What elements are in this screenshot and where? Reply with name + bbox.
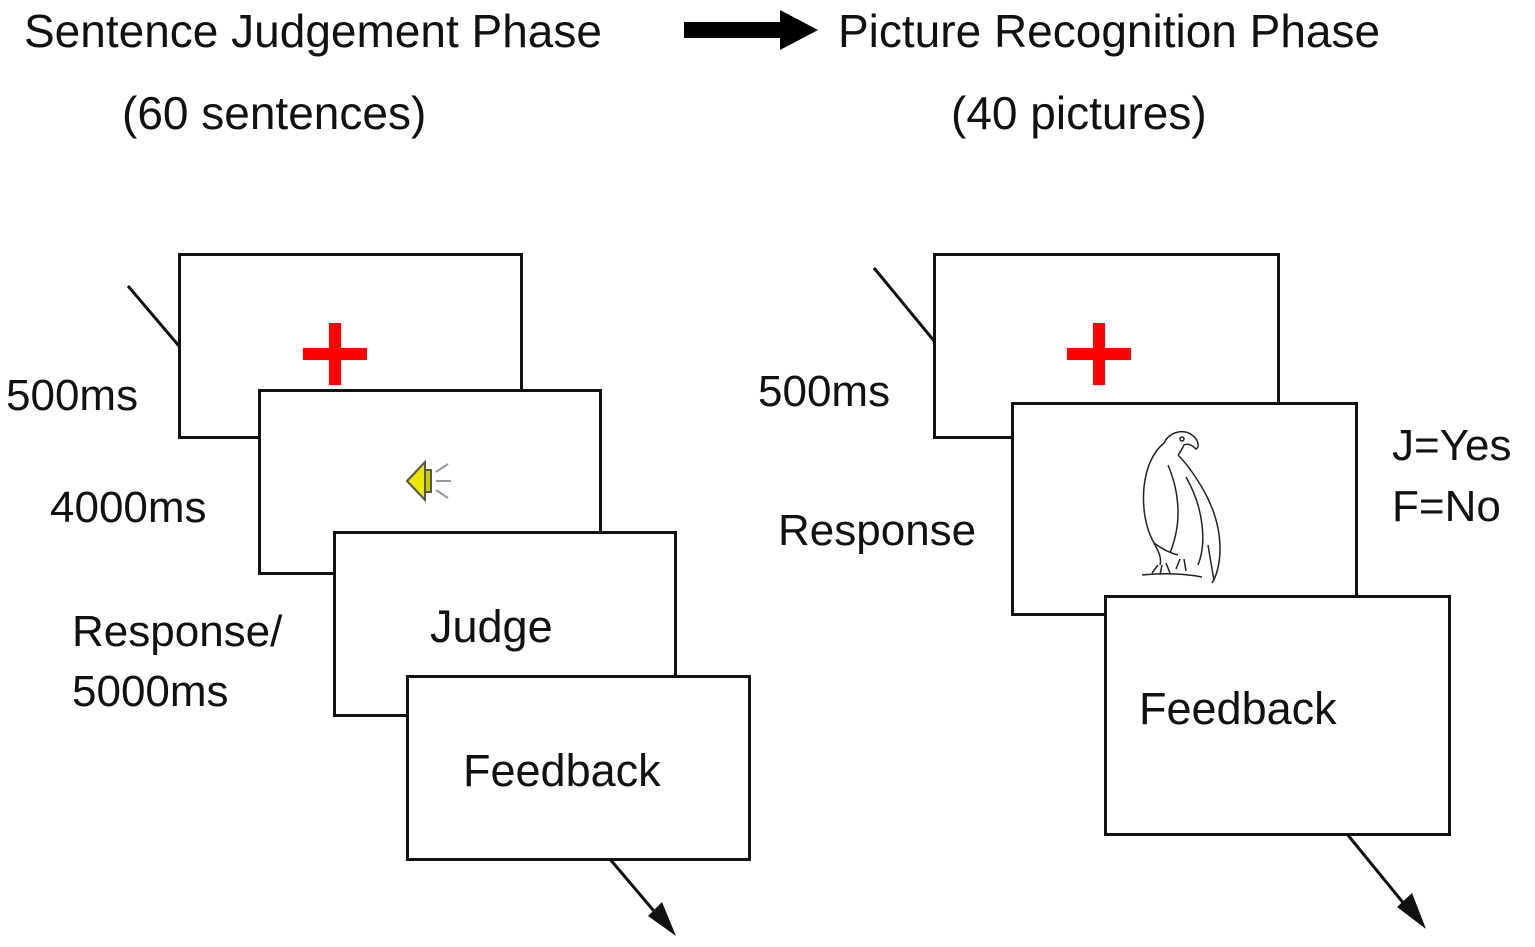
picture-feedback-label: Feedback xyxy=(1139,683,1337,734)
picture-phase-title: Picture Recognition Phase xyxy=(838,5,1381,57)
picture-fixation-duration: 500ms xyxy=(758,367,891,416)
speaker-icon xyxy=(405,459,451,503)
picture-feedback-screen: Feedback xyxy=(1104,595,1451,836)
response-duration-line2: 5000ms xyxy=(72,667,229,716)
judge-label: Judge xyxy=(430,601,553,652)
sentence-phase-title: Sentence Judgement Phase xyxy=(24,5,602,57)
fixation-cross-icon xyxy=(303,323,367,385)
picture-response-label: Response xyxy=(778,506,977,555)
response-duration-line1: Response/ xyxy=(72,607,283,656)
sentence-feedback-screen: Feedback xyxy=(406,675,751,861)
sentence-arrow-icon xyxy=(648,902,676,936)
fixation-cross-icon xyxy=(1067,323,1131,385)
eagle-icon xyxy=(1141,430,1221,584)
sentence-feedback-label: Feedback xyxy=(463,745,661,796)
picture-arrow-icon xyxy=(1397,893,1426,929)
audio-duration: 4000ms xyxy=(50,483,207,532)
key-no-label: F=No xyxy=(1392,482,1501,531)
picture-phase-count: (40 pictures) xyxy=(951,87,1207,139)
fixation-duration: 500ms xyxy=(6,371,139,420)
sentence-phase-count: (60 sentences) xyxy=(122,87,427,139)
key-yes-label: J=Yes xyxy=(1392,421,1512,470)
picture-screen xyxy=(1011,402,1358,616)
